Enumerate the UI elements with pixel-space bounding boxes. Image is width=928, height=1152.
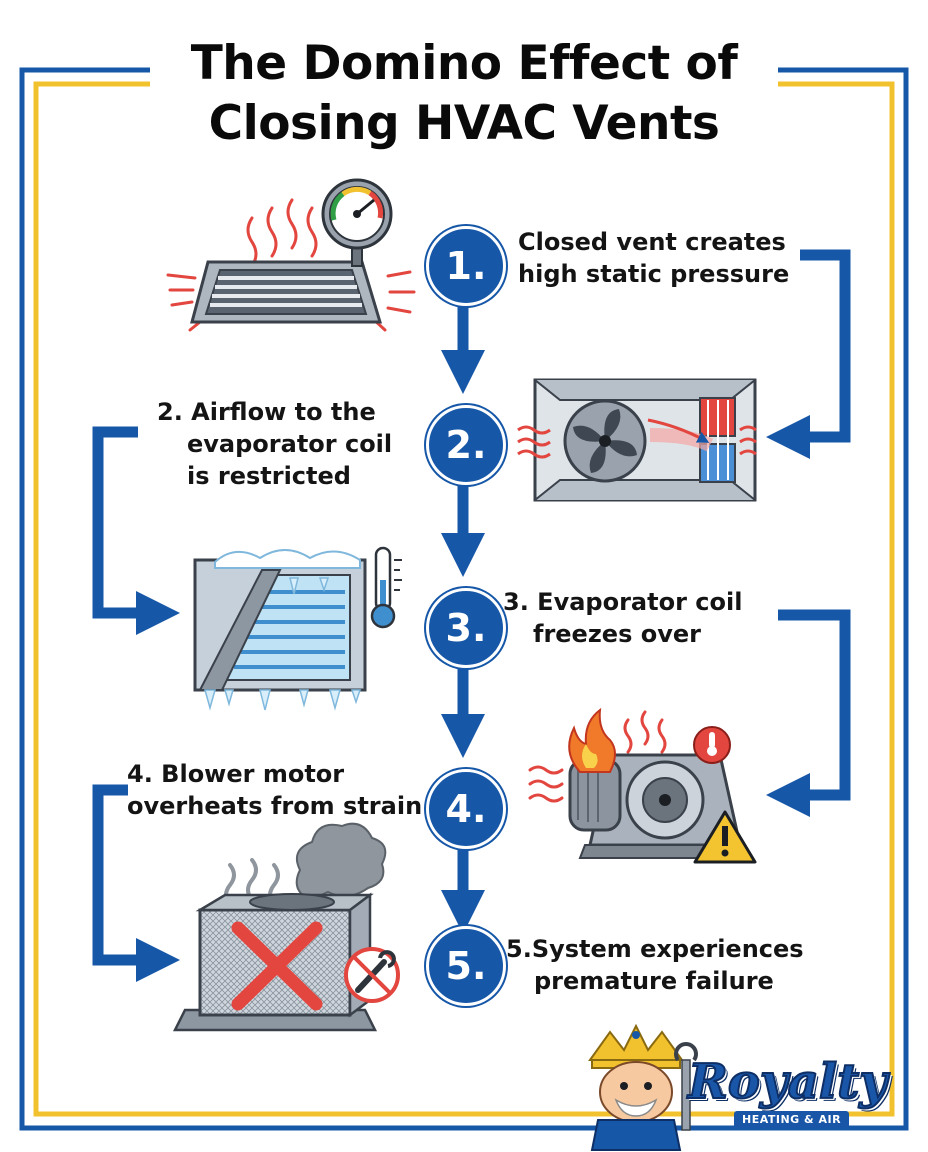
step-2-line-1: 2. Airflow to the [157,398,376,426]
king-mascot-icon [588,1023,698,1151]
title-line-1: The Domino Effect of [190,36,738,91]
page-title: The Domino Effect of Closing HVAC Vents [150,34,778,154]
step-1-badge: 1. [426,226,506,306]
step-1-line-1: Closed vent creates [518,228,786,256]
pressure-gauge-icon [321,178,393,267]
warning-icon [693,810,757,864]
step-5-line-2: premature failure [534,967,774,995]
smoke-icon [224,822,387,907]
step-4-line-1: 4. Blower motor [127,760,345,788]
frozen-coil-icon [193,549,367,711]
broken-wrench-icon [344,947,400,1003]
hot-temp-icon [693,726,731,764]
vent-grille-icon [166,198,416,332]
step-3-line-2: freezes over [533,620,701,648]
fan-duct-icon [517,378,757,502]
step-5-text: 5.System experiences premature failure [506,933,804,997]
step-5-line-1: 5.System experiences [506,935,804,963]
step-4-badge: 4. [426,769,506,849]
step-4-line-2: overheats from strain [127,792,423,820]
step-3-text: 3. Evaporator coil freezes over [503,586,742,650]
side-arrows [92,249,851,982]
step-4-text: 4. Blower motor overheats from strain [127,758,422,822]
step-1-text: Closed vent creates high static pressure [518,226,789,290]
step-2-line-2: evaporator coil [187,430,393,458]
step-2-text: 2. Airflow to the evaporator coil is res… [157,396,392,492]
step-1-line-2: high static pressure [518,260,790,288]
step-2-badge: 2. [426,405,506,485]
brand-name: Royalty [687,1053,888,1111]
ac-unit-icon [172,892,378,1032]
step-3-line-1: 3. Evaporator coil [503,588,743,616]
step-3-badge: 3. [426,588,506,668]
title-line-2: Closing HVAC Vents [208,96,720,151]
step-5-badge: 5. [426,926,506,1006]
outer-frame [19,67,909,1131]
flame-icon [568,707,616,773]
thermometer-icon [370,546,402,629]
brand-tagline: HEATING & AIR [734,1111,850,1128]
step-2-line-3: is restricted [187,462,351,490]
